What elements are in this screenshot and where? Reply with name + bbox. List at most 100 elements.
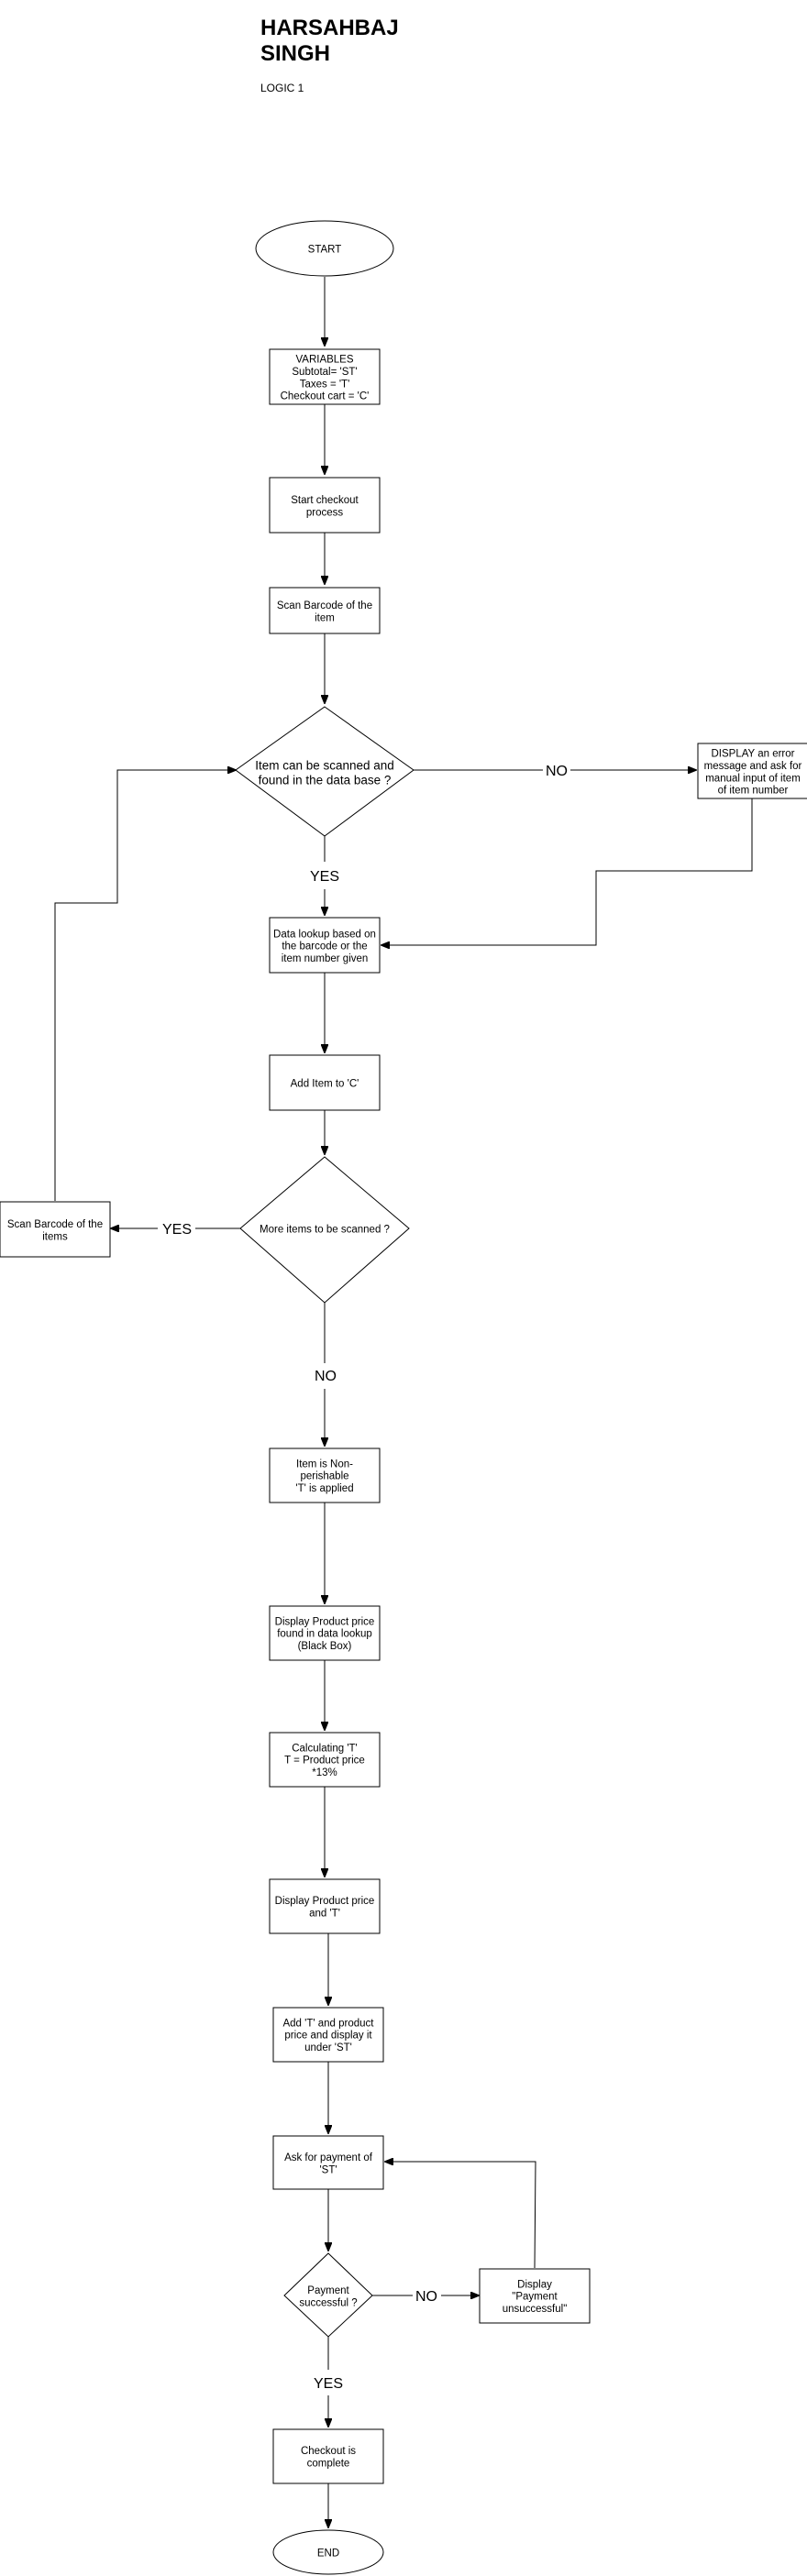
start-label: START <box>308 245 342 256</box>
node-text-line: DISPLAY an error <box>712 749 795 760</box>
node-text-line: Add Item to 'C' <box>291 1079 359 1090</box>
display-price-label: Display Product price found in data looku… <box>275 1616 375 1652</box>
node-text-line: T = Product price <box>284 1756 365 1767</box>
node-text-line: Scan Barcode of the <box>277 600 372 611</box>
node-text-line: "Payment <box>512 2292 558 2303</box>
node-text-line: Display <box>517 2279 552 2290</box>
node-text-line: items <box>42 1231 68 1242</box>
add-item-label: Add Item to 'C' <box>291 1079 359 1090</box>
node-text-line: manual input of item <box>705 773 801 784</box>
node-text-line: Checkout cart = 'C' <box>281 391 370 402</box>
node-text-line: complete <box>307 2458 350 2469</box>
end-label: END <box>317 2548 339 2559</box>
node-text-line: (Black Box) <box>298 1641 352 1652</box>
more-items-decision[interactable]: More items to be scanned ? <box>239 1156 410 1304</box>
node-text-line: Item is Non- <box>296 1459 353 1470</box>
node-text-line: the barcode or the <box>282 941 367 952</box>
node-text-line: price and display it <box>284 2031 372 2042</box>
node-text-line: item number given <box>282 953 369 964</box>
node-text-line: VARIABLES <box>295 355 353 366</box>
node-text-line: Payment <box>307 2285 349 2296</box>
node-text-line: Item can be scanned and <box>255 759 394 773</box>
node-text-line: Subtotal= 'ST' <box>292 367 357 378</box>
node-text-line: under 'ST' <box>304 2042 352 2053</box>
node-text-line: Calculating 'T' <box>292 1743 358 1754</box>
edge-fail-retry <box>385 2162 536 2269</box>
node-text-line: *13% <box>312 1767 337 1778</box>
node-text-line: item <box>315 612 335 623</box>
node-text-line: Add 'T' and product <box>282 2018 374 2029</box>
non-perishable-process-box[interactable]: Item is Non-perishable'T' is applied <box>269 1448 381 1503</box>
edge-label-found-no: NO <box>546 764 568 779</box>
author-name-line2: SINGH <box>260 41 330 66</box>
calc-tax-process-box[interactable]: Calculating 'T' T = Product price*13% <box>269 1732 381 1788</box>
node-text-line: of item number <box>718 786 789 797</box>
node-text-line: Start checkout <box>291 495 359 506</box>
node-text-line: 'T' is applied <box>295 1483 353 1494</box>
edge-label-payment-yes: YES <box>314 2376 343 2392</box>
author-name-line1: HARSAHBAJ <box>260 16 399 40</box>
node-text-line: Ask for payment of <box>284 2152 373 2163</box>
edges <box>54 277 753 2527</box>
add-item-process-box[interactable]: Add Item to 'C' <box>269 1054 381 1111</box>
node-text-line: perishable <box>300 1471 348 1482</box>
node-text-line: START <box>308 245 342 256</box>
node-text-line: Data lookup based on <box>273 929 376 940</box>
node-text-line: Scan Barcode of the <box>7 1219 103 1230</box>
node-text-line: Display Product price <box>275 1896 375 1907</box>
edge-rescan-loop <box>54 770 236 1201</box>
calc-tax-label: Calculating 'T' T = Product price*13% <box>284 1743 365 1778</box>
node-text-line: and 'T' <box>309 1908 340 1919</box>
more-items-label: More items to be scanned ? <box>260 1225 390 1236</box>
node-text-line: More items to be scanned ? <box>260 1225 390 1236</box>
display-price-process-box[interactable]: Display Product price found in data looku… <box>269 1605 381 1661</box>
edge-label-payment-no: NO <box>415 2289 437 2305</box>
node-text-line: message and ask for <box>704 761 802 772</box>
node-text-line: successful ? <box>299 2297 357 2308</box>
edge-error-lookup <box>381 798 753 945</box>
node-text-line: found in data lookup <box>277 1629 372 1640</box>
end-terminal[interactable]: END <box>272 2529 384 2575</box>
node-text-line: Checkout is <box>301 2446 356 2457</box>
edge-label-more-no: NO <box>315 1369 337 1384</box>
node-text-line: 'ST' <box>319 2164 337 2175</box>
node-text-line: found in the data base ? <box>259 773 392 787</box>
node-text-line: END <box>317 2548 339 2559</box>
node-text-line: Display Product price <box>275 1616 375 1627</box>
node-text-line: unsuccessful" <box>503 2304 568 2315</box>
node-text-line: Taxes = 'T' <box>300 379 350 390</box>
ask-payment-label: Ask for payment of'ST' <box>284 2152 373 2175</box>
start-terminal[interactable]: START <box>255 220 394 277</box>
edge-label-more-yes: YES <box>162 1222 192 1238</box>
node-text-line: process <box>306 507 344 518</box>
edge-label-found-yes: YES <box>310 869 339 885</box>
non-perishable-label: Item is Non-perishable'T' is applied <box>295 1459 353 1494</box>
diagram-subtitle: LOGIC 1 <box>260 82 304 94</box>
ask-payment-process-box[interactable]: Ask for payment of'ST' <box>272 2135 384 2190</box>
